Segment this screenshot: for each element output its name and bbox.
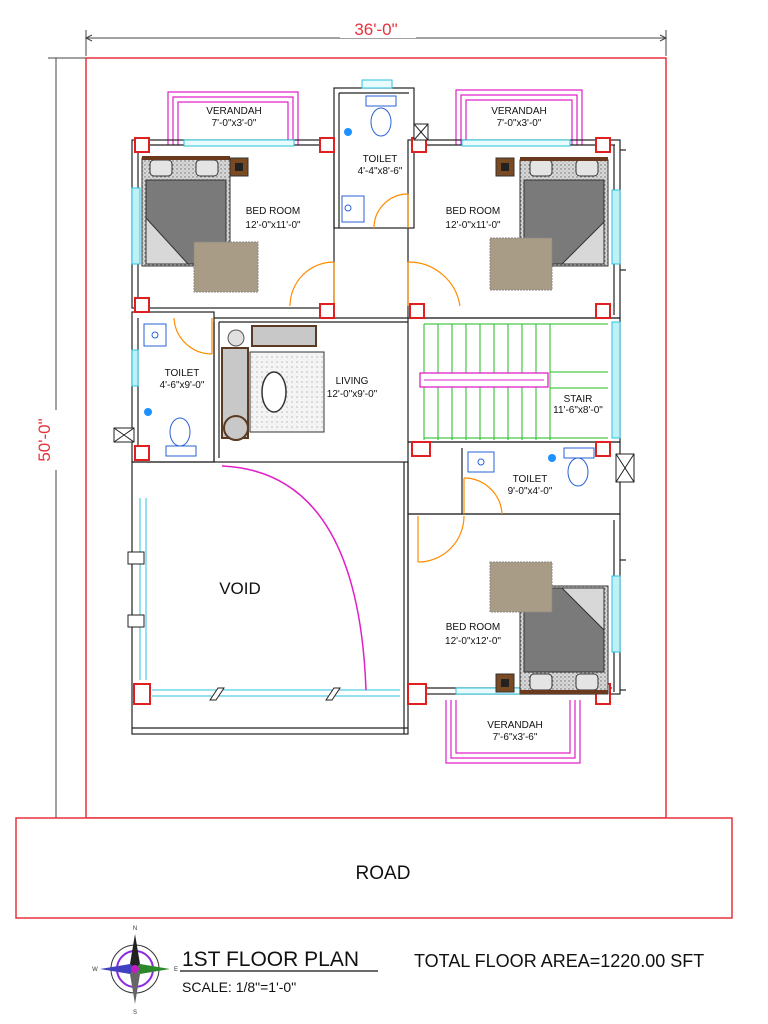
bed-room-top-left-name: BED ROOM (246, 206, 300, 217)
road-label: ROAD (356, 863, 411, 884)
verandah-top-right-size: 7'-0"x3'-0" (497, 118, 542, 129)
void-label: VOID (219, 579, 261, 598)
bed-bottom-right (489, 561, 609, 695)
compass-e: E (174, 967, 178, 973)
verandah-top-left (167, 91, 299, 145)
width-dimension-label: 36'-0" (354, 20, 397, 39)
bed-room-top-right-name: BED ROOM (446, 206, 500, 217)
living-sofa-set (221, 325, 325, 441)
toilet-left-name: TOILET (165, 368, 200, 379)
bed-room-top-right-size: 12'-0"x11'-0" (445, 220, 501, 231)
void-railing-posts (127, 551, 341, 701)
void-railing (139, 498, 400, 697)
toilet-top-fixtures (341, 95, 397, 223)
bed-room-top-left-size: 12'-0"x11'-0" (245, 220, 301, 231)
north-arrow-icon (100, 934, 170, 1004)
ventilation-shafts (113, 123, 635, 483)
bed-room-bottom-right-size: 12'-0"x12'-0" (445, 636, 501, 647)
plan-scale: SCALE: 1/8"=1'-0" (182, 979, 296, 995)
verandah-top-left-name: VERANDAH (206, 106, 262, 117)
compass-w: W (92, 967, 98, 973)
toilet-left-size: 4'-6"x9'-0" (160, 380, 205, 391)
toilet-right-fixtures (467, 447, 595, 487)
road-boundary (15, 817, 733, 919)
verandah-top-right-name: VERANDAH (491, 106, 547, 117)
toilet-left-fixtures (143, 323, 197, 457)
living-size: 12'-0"x9'-0" (327, 389, 378, 400)
columns (133, 137, 611, 705)
compass-s: S (133, 1010, 137, 1016)
doors (173, 193, 503, 563)
verandah-bottom (445, 700, 581, 764)
depth-dimension-label: 50'-0" (35, 418, 54, 461)
plan-title: 1ST FLOOR PLAN (182, 948, 359, 971)
toilet-right-name: TOILET (513, 474, 548, 485)
stair-size: 11'-6"x8'-0" (553, 405, 603, 416)
toilet-right-size: 9'-0"x4'-0" (508, 486, 553, 497)
stair-name: STAIR (564, 394, 593, 405)
bed-room-bottom-right-name: BED ROOM (446, 622, 500, 633)
void-curve (221, 465, 367, 691)
verandah-bottom-name: VERANDAH (487, 720, 543, 731)
bed-top-right (489, 157, 609, 291)
verandah-bottom-size: 7'-6"x3'-6" (493, 732, 538, 743)
living-name: LIVING (336, 376, 369, 387)
toilet-top-size: 4'-4"x8'-6" (358, 166, 403, 177)
compass-n: N (133, 926, 137, 932)
toilet-top-name: TOILET (363, 154, 398, 165)
verandah-top-left-size: 7'-0"x3'-0" (212, 118, 257, 129)
verandah-top-right (455, 89, 583, 145)
total-floor-area: TOTAL FLOOR AREA=1220.00 SFT (414, 951, 704, 971)
bed-top-left (141, 156, 259, 293)
